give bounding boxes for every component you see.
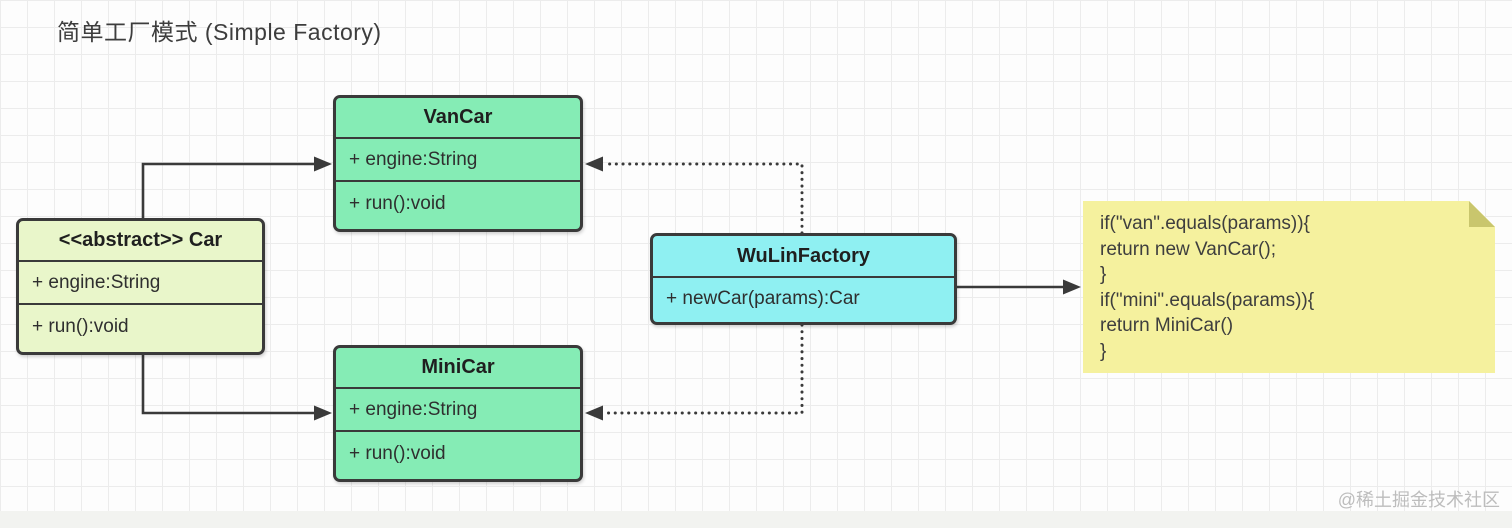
class-member: + engine:String: [336, 389, 580, 432]
arrowhead-left-icon: [585, 156, 603, 172]
class-member: + run():void: [349, 192, 446, 214]
code-note-line: return MiniCar(): [1100, 315, 1234, 336]
code-note-line: if("mini".equals(params)){: [1100, 289, 1315, 311]
edge-factory-to-minicar-dotted: [603, 323, 804, 415]
arrowhead-right-icon: [314, 405, 332, 421]
edge-car-to-minicar: [141, 355, 314, 415]
class-box-vancar: VanCar + engine:String + run():void: [333, 95, 583, 232]
class-title: MiniCar: [336, 348, 580, 389]
arrowhead-right-icon: [314, 156, 332, 172]
class-box-wulinfactory: WuLinFactory + newCar(params):Car: [650, 233, 957, 325]
class-member: + run():void: [32, 315, 129, 337]
class-box-minicar: MiniCar + engine:String + run():void: [333, 345, 583, 482]
class-title: VanCar: [336, 98, 580, 139]
watermark: @稀土掘金技术社区: [1337, 490, 1500, 510]
class-title: <<abstract>> Car: [19, 221, 262, 262]
arrowhead-left-icon: [585, 405, 603, 421]
class-title: WuLinFactory: [653, 236, 954, 278]
code-note: if("van".equals(params)){ return new Van…: [1083, 201, 1495, 373]
arrowhead-right-icon: [1063, 279, 1081, 295]
code-note-line: }: [1100, 264, 1107, 285]
class-member: + newCar(params):Car: [666, 288, 860, 309]
page-title: 简单工厂模式 (Simple Factory): [57, 19, 382, 45]
class-member: + engine:String: [19, 262, 262, 305]
bottom-strip: [0, 511, 1512, 528]
edge-car-to-vancar: [141, 162, 314, 218]
note-fold-corner-icon: [1469, 201, 1495, 227]
class-member: + engine:String: [336, 139, 580, 182]
class-member: + run():void: [349, 442, 446, 464]
class-box-abstract-car: <<abstract>> Car + engine:String + run()…: [16, 218, 265, 355]
code-note-line: if("van".equals(params)){: [1100, 213, 1310, 234]
edge-factory-to-vancar-dotted: [603, 162, 804, 235]
code-note-line: }: [1100, 340, 1107, 362]
code-note-line: return new VanCar();: [1100, 238, 1276, 260]
